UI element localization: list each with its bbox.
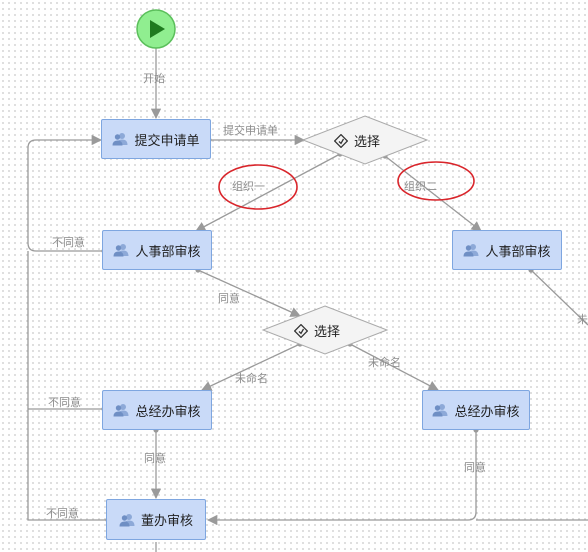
task-submit-application[interactable]: 提交申请单 xyxy=(101,119,211,159)
edge-label-g2-right: 未命名 xyxy=(368,356,401,369)
edge-gateway1-to-hr-left[interactable] xyxy=(195,153,341,232)
task-label: 总经办审核 xyxy=(135,404,201,420)
user-group-icon xyxy=(113,244,129,257)
task-hr-review-left[interactable]: 人事部审核 xyxy=(102,230,212,270)
task-label: 总经办审核 xyxy=(454,404,520,420)
annotation-ring-group1 xyxy=(218,164,298,210)
task-label: 人事部审核 xyxy=(135,244,201,260)
edge-label-g2-left: 未命名 xyxy=(235,372,268,385)
edge-label-gm-right-agree: 同意 xyxy=(464,461,486,474)
user-group-icon xyxy=(113,404,129,417)
user-group-icon xyxy=(112,133,128,146)
task-label: 董办审核 xyxy=(140,514,193,529)
edge-label-submit: 提交申请单 xyxy=(223,124,278,137)
edge-hr-right-out[interactable] xyxy=(530,269,588,326)
gateway-1-label: 选择 xyxy=(334,131,380,150)
annotation-ring-group2 xyxy=(397,161,475,201)
edge-hr-reject[interactable] xyxy=(27,134,103,252)
user-group-icon xyxy=(432,404,448,417)
edge-label-hr-reject: 不同意 xyxy=(52,236,85,249)
task-gm-review-right[interactable]: 总经办审核 xyxy=(422,390,530,430)
task-hr-review-right[interactable]: 人事部审核 xyxy=(452,230,562,270)
edge-board-reject[interactable] xyxy=(27,251,108,521)
edge-label-partial: 未 xyxy=(577,313,588,326)
gateway-decision-icon xyxy=(294,323,308,338)
task-label: 人事部审核 xyxy=(485,244,551,260)
user-group-icon xyxy=(119,513,135,526)
annotation-group2: 组织二 xyxy=(404,180,437,193)
edge-hr-to-gateway2[interactable] xyxy=(197,269,301,317)
edge-gateway2-to-gm-right[interactable] xyxy=(349,343,439,391)
gateway-1-shape[interactable] xyxy=(301,115,429,165)
play-icon xyxy=(150,20,165,38)
gateway-decision-icon xyxy=(334,133,348,148)
edge-gateway2-to-gm-left[interactable] xyxy=(201,343,301,391)
edge-label-gm-left-agree: 同意 xyxy=(144,452,166,465)
edge-gateway1-to-hr-right[interactable] xyxy=(384,155,482,232)
edge-label-hr-agree: 同意 xyxy=(218,292,240,305)
edge-gm-right-to-board[interactable] xyxy=(206,430,477,526)
user-group-icon xyxy=(463,244,479,257)
task-label: 提交申请单 xyxy=(134,133,200,149)
task-board-review[interactable]: 董办审核 xyxy=(106,499,206,540)
gateway-2-label: 选择 xyxy=(294,321,340,340)
gateway-2-shape[interactable] xyxy=(261,305,389,355)
edge-label-board-reject: 不同意 xyxy=(46,507,79,520)
edge-label-gm-left-reject: 不同意 xyxy=(48,396,81,409)
task-gm-review-left[interactable]: 总经办审核 xyxy=(102,390,212,430)
edge-label-start: 开始 xyxy=(143,72,165,85)
annotation-group1: 组织一 xyxy=(232,180,265,193)
